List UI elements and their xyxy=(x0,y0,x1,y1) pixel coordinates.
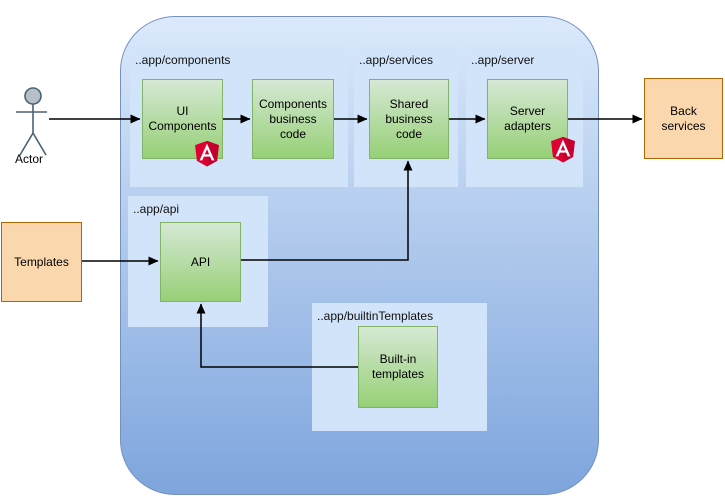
group-app-api-label: ..app/api xyxy=(133,202,180,216)
node-back-services[interactable]: Back services xyxy=(644,78,723,159)
actor-figure[interactable] xyxy=(16,87,47,156)
node-api-label: API xyxy=(190,254,211,269)
node-ui-components-label: UI Components xyxy=(148,104,217,133)
angular-icon xyxy=(195,140,219,167)
angular-icon xyxy=(551,136,575,163)
node-builtin-templates-label: Built-in templates xyxy=(371,352,425,381)
group-app-components-label: ..app/components xyxy=(135,53,231,67)
node-templates[interactable]: Templates xyxy=(1,222,82,302)
group-app-server-label: ..app/server xyxy=(471,53,535,67)
actor-head xyxy=(24,87,42,105)
node-builtin-templates[interactable]: Built-in templates xyxy=(358,326,438,408)
node-api[interactable]: API xyxy=(160,222,241,302)
node-components-business-code-label: Components business code xyxy=(258,96,328,141)
node-server-adapters-label: Server adapters xyxy=(504,104,551,133)
group-app-services-label: ..app/services xyxy=(359,53,434,67)
node-templates-label: Templates xyxy=(14,254,69,269)
node-components-business-code[interactable]: Components business code xyxy=(252,79,334,159)
actor-label: Actor xyxy=(14,152,43,166)
node-back-services-label: Back services xyxy=(661,103,706,133)
node-shared-business-code[interactable]: Shared business code xyxy=(369,79,449,159)
group-app-builtin-templates-label: ..app/builtinTemplates xyxy=(317,309,434,323)
node-shared-business-code-label: Shared business code xyxy=(385,96,433,141)
